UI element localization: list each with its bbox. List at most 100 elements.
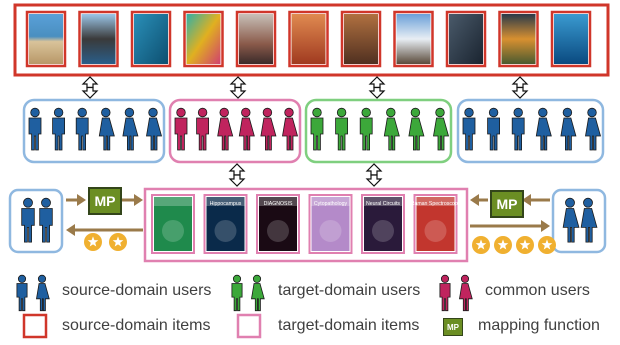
legend-source-users-icon: [16, 274, 50, 312]
cover-title: DIAGNOSIS: [264, 201, 293, 207]
cover-title: Neural Circuits: [366, 201, 400, 207]
double-arrow-icon: [511, 76, 529, 99]
legend-source-items-swatch: [22, 313, 48, 339]
user-group-source-group-2: [456, 98, 605, 164]
arrow-right-icon: [122, 194, 143, 206]
user-icon: [36, 274, 50, 312]
right-source-user-box: [551, 188, 607, 254]
user-icon: [433, 107, 450, 151]
source-item-volcano-island: [78, 10, 119, 68]
user-icon: [282, 107, 299, 151]
user-icon: [260, 107, 277, 151]
arrow-left-icon: [470, 194, 488, 206]
cover-title: Cytopathology: [314, 201, 348, 207]
user-group-source-group: [22, 98, 166, 164]
mp-badge-left: MP: [88, 187, 122, 215]
user-icon: [511, 107, 525, 151]
arrow-left-icon: [522, 194, 550, 206]
user-icon: [560, 107, 577, 151]
double-arrow-icon: [81, 76, 99, 99]
source-item-underwater-fish: [550, 10, 592, 68]
user-icon: [16, 274, 28, 312]
user-icon: [359, 107, 373, 151]
double-arrow-icon: [229, 76, 247, 99]
legend-source-items: source-domain items: [62, 317, 211, 334]
arrow-left-icon: [66, 224, 143, 236]
user-icon: [408, 107, 425, 151]
user-icon: [174, 107, 188, 151]
user-icon: [251, 274, 265, 312]
legend-target-users-icon: [231, 274, 265, 312]
user-icon: [52, 107, 65, 151]
user-icon: [459, 274, 473, 312]
source-item-old-building: [340, 10, 382, 68]
user-icon: [487, 107, 500, 151]
mp-badge-right: MP: [490, 190, 524, 218]
user-icon: [310, 107, 324, 151]
source-items-row: [25, 10, 592, 68]
user-icon: [217, 107, 234, 151]
star-icon: [538, 236, 556, 254]
source-item-sunset-horizon: [498, 10, 539, 68]
user-icon: [580, 197, 598, 243]
user-icon: [535, 107, 552, 151]
user-icon: [196, 107, 209, 151]
user-icon: [439, 274, 451, 312]
legend-target-items: target-domain items: [278, 317, 420, 334]
target-item-cover: DIAGNOSIS: [256, 194, 300, 254]
target-item-cover: Raman Spectroscopy: [411, 194, 461, 254]
user-icon: [28, 107, 42, 151]
source-item-snowy-mountain: [393, 10, 434, 68]
user-icon: [146, 107, 163, 151]
double-arrow-icon: [368, 76, 386, 99]
user-icon: [39, 197, 53, 243]
horizontal-arrows: [66, 194, 550, 236]
user-icon: [21, 197, 35, 243]
user-icon: [335, 107, 348, 151]
user-icon: [98, 107, 115, 151]
user-icon: [122, 107, 139, 151]
user-icon: [383, 107, 400, 151]
target-item-cover: [151, 194, 195, 254]
user-icon: [585, 107, 602, 151]
source-item-colorful-abstract: [183, 10, 224, 68]
target-item-cover: Cytopathology: [308, 194, 353, 254]
target-items-row: Hippocampus DIAGNOSIS Cytopathology Neural …: [151, 194, 461, 254]
double-arrow-icon: [365, 163, 383, 187]
source-item-dark-sky: [445, 10, 487, 68]
legend-common-users-icon: [439, 274, 473, 312]
target-item-cover: Hippocampus: [203, 194, 248, 254]
rating-stars: [84, 233, 556, 254]
cover-title: Raman Spectroscopy: [411, 201, 461, 207]
legend-mp-badge: MP: [443, 318, 463, 336]
double-arrow-icon: [228, 163, 246, 187]
star-icon: [472, 236, 490, 254]
arrow-right-icon: [66, 194, 86, 206]
source-item-ocean-water: [130, 10, 172, 68]
source-items-frame: [13, 3, 610, 77]
user-icon: [75, 107, 89, 151]
legend-icons: [16, 274, 473, 339]
star-icon: [109, 233, 127, 251]
legend-target-users: target-domain users: [278, 282, 421, 299]
user-icon: [238, 107, 255, 151]
source-item-beach: [25, 10, 67, 68]
source-item-crowd-scene: [235, 10, 277, 68]
star-icon: [84, 233, 102, 251]
star-icon: [494, 236, 512, 254]
user-groups: [22, 98, 605, 164]
star-icon: [516, 236, 534, 254]
side-users: [8, 188, 607, 254]
target-items-frame: [143, 187, 469, 263]
legend-source-users: source-domain users: [62, 282, 212, 299]
legend-common-users: common users: [485, 282, 590, 299]
left-source-user-box: [8, 188, 64, 254]
legend-mapping-function: mapping function: [478, 317, 600, 334]
user-icon: [462, 107, 476, 151]
user-group-common-group: [168, 98, 302, 164]
source-item-red-rock-canyon: [288, 10, 329, 68]
vertical-arrows: [81, 76, 529, 187]
arrow-right-icon: [470, 220, 550, 232]
cover-title: Hippocampus: [210, 201, 242, 207]
